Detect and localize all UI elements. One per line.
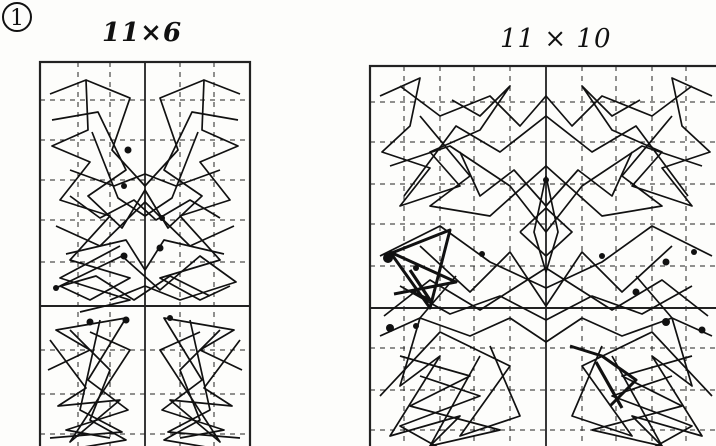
left-sketch-label: 11×6 [102, 18, 183, 48]
circle-one-icon: 1 [2, 2, 32, 32]
left-knot-pattern [47, 79, 243, 446]
figure-number-badge: 1 [0, 0, 716, 36]
left-dots [53, 146, 173, 326]
left-sketch [30, 50, 260, 446]
right-sketch-label: 11 × 10 [500, 24, 612, 54]
left-sketch-drawing [38, 60, 252, 446]
right-dots [383, 177, 706, 334]
right-knot-pattern [379, 77, 713, 446]
right-sketch-drawing [368, 64, 716, 446]
left-grid [38, 60, 252, 446]
right-grid [368, 64, 716, 446]
figure-number: 1 [10, 6, 24, 31]
right-sketch [360, 56, 716, 446]
